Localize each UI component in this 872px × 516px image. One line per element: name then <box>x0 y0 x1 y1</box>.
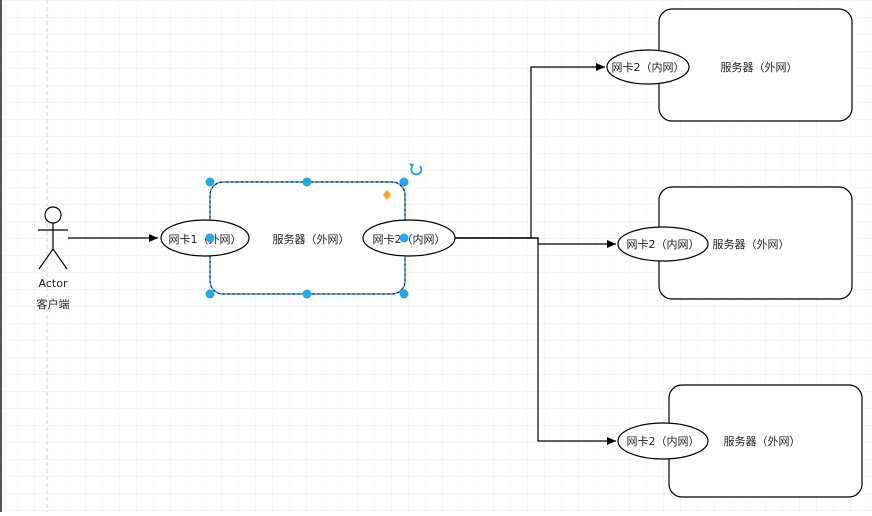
server-3-nic-label: 网卡2（内网） <box>627 434 700 448</box>
nic2-ellipse[interactable] <box>362 219 456 257</box>
server-3-nic-ellipse[interactable] <box>617 422 709 460</box>
resize-handle-nw[interactable] <box>205 177 215 187</box>
selection-handles[interactable] <box>205 177 409 299</box>
server-2-nic-label: 网卡2（内网） <box>627 237 700 251</box>
resize-handle-s[interactable] <box>302 289 312 299</box>
server-3-label: 服务器（外网） <box>724 435 801 448</box>
server-1-label: 服务器（外网） <box>721 61 798 74</box>
resize-handle-n[interactable] <box>302 177 312 187</box>
actor-sublabel: 客户端 <box>37 297 70 311</box>
diamond-handle-icon[interactable] <box>383 190 391 200</box>
nic2-label: 网卡2（内网） <box>373 232 446 246</box>
resize-handle-ne[interactable] <box>399 177 409 187</box>
connector-to-server-3[interactable] <box>455 237 616 445</box>
resize-handle-w[interactable] <box>205 233 215 243</box>
server-2-label: 服务器（外网） <box>713 238 790 251</box>
center-server-label: 服务器（外网） <box>273 233 350 246</box>
actor-icon[interactable] <box>38 206 68 270</box>
resize-handle-sw[interactable] <box>205 289 215 299</box>
rotate-handle-icon[interactable] <box>409 163 423 176</box>
nic1-ellipse[interactable] <box>160 219 250 257</box>
resize-handle-se[interactable] <box>399 289 409 299</box>
server-1-nic-label: 网卡2（内网） <box>612 60 685 74</box>
server-1-nic-ellipse[interactable] <box>606 49 690 85</box>
actor-label: Actor <box>39 277 68 290</box>
server-2-nic-ellipse[interactable] <box>617 226 709 262</box>
resize-handle-e[interactable] <box>399 233 409 243</box>
nic1-label: 网卡1（外网） <box>169 233 242 246</box>
